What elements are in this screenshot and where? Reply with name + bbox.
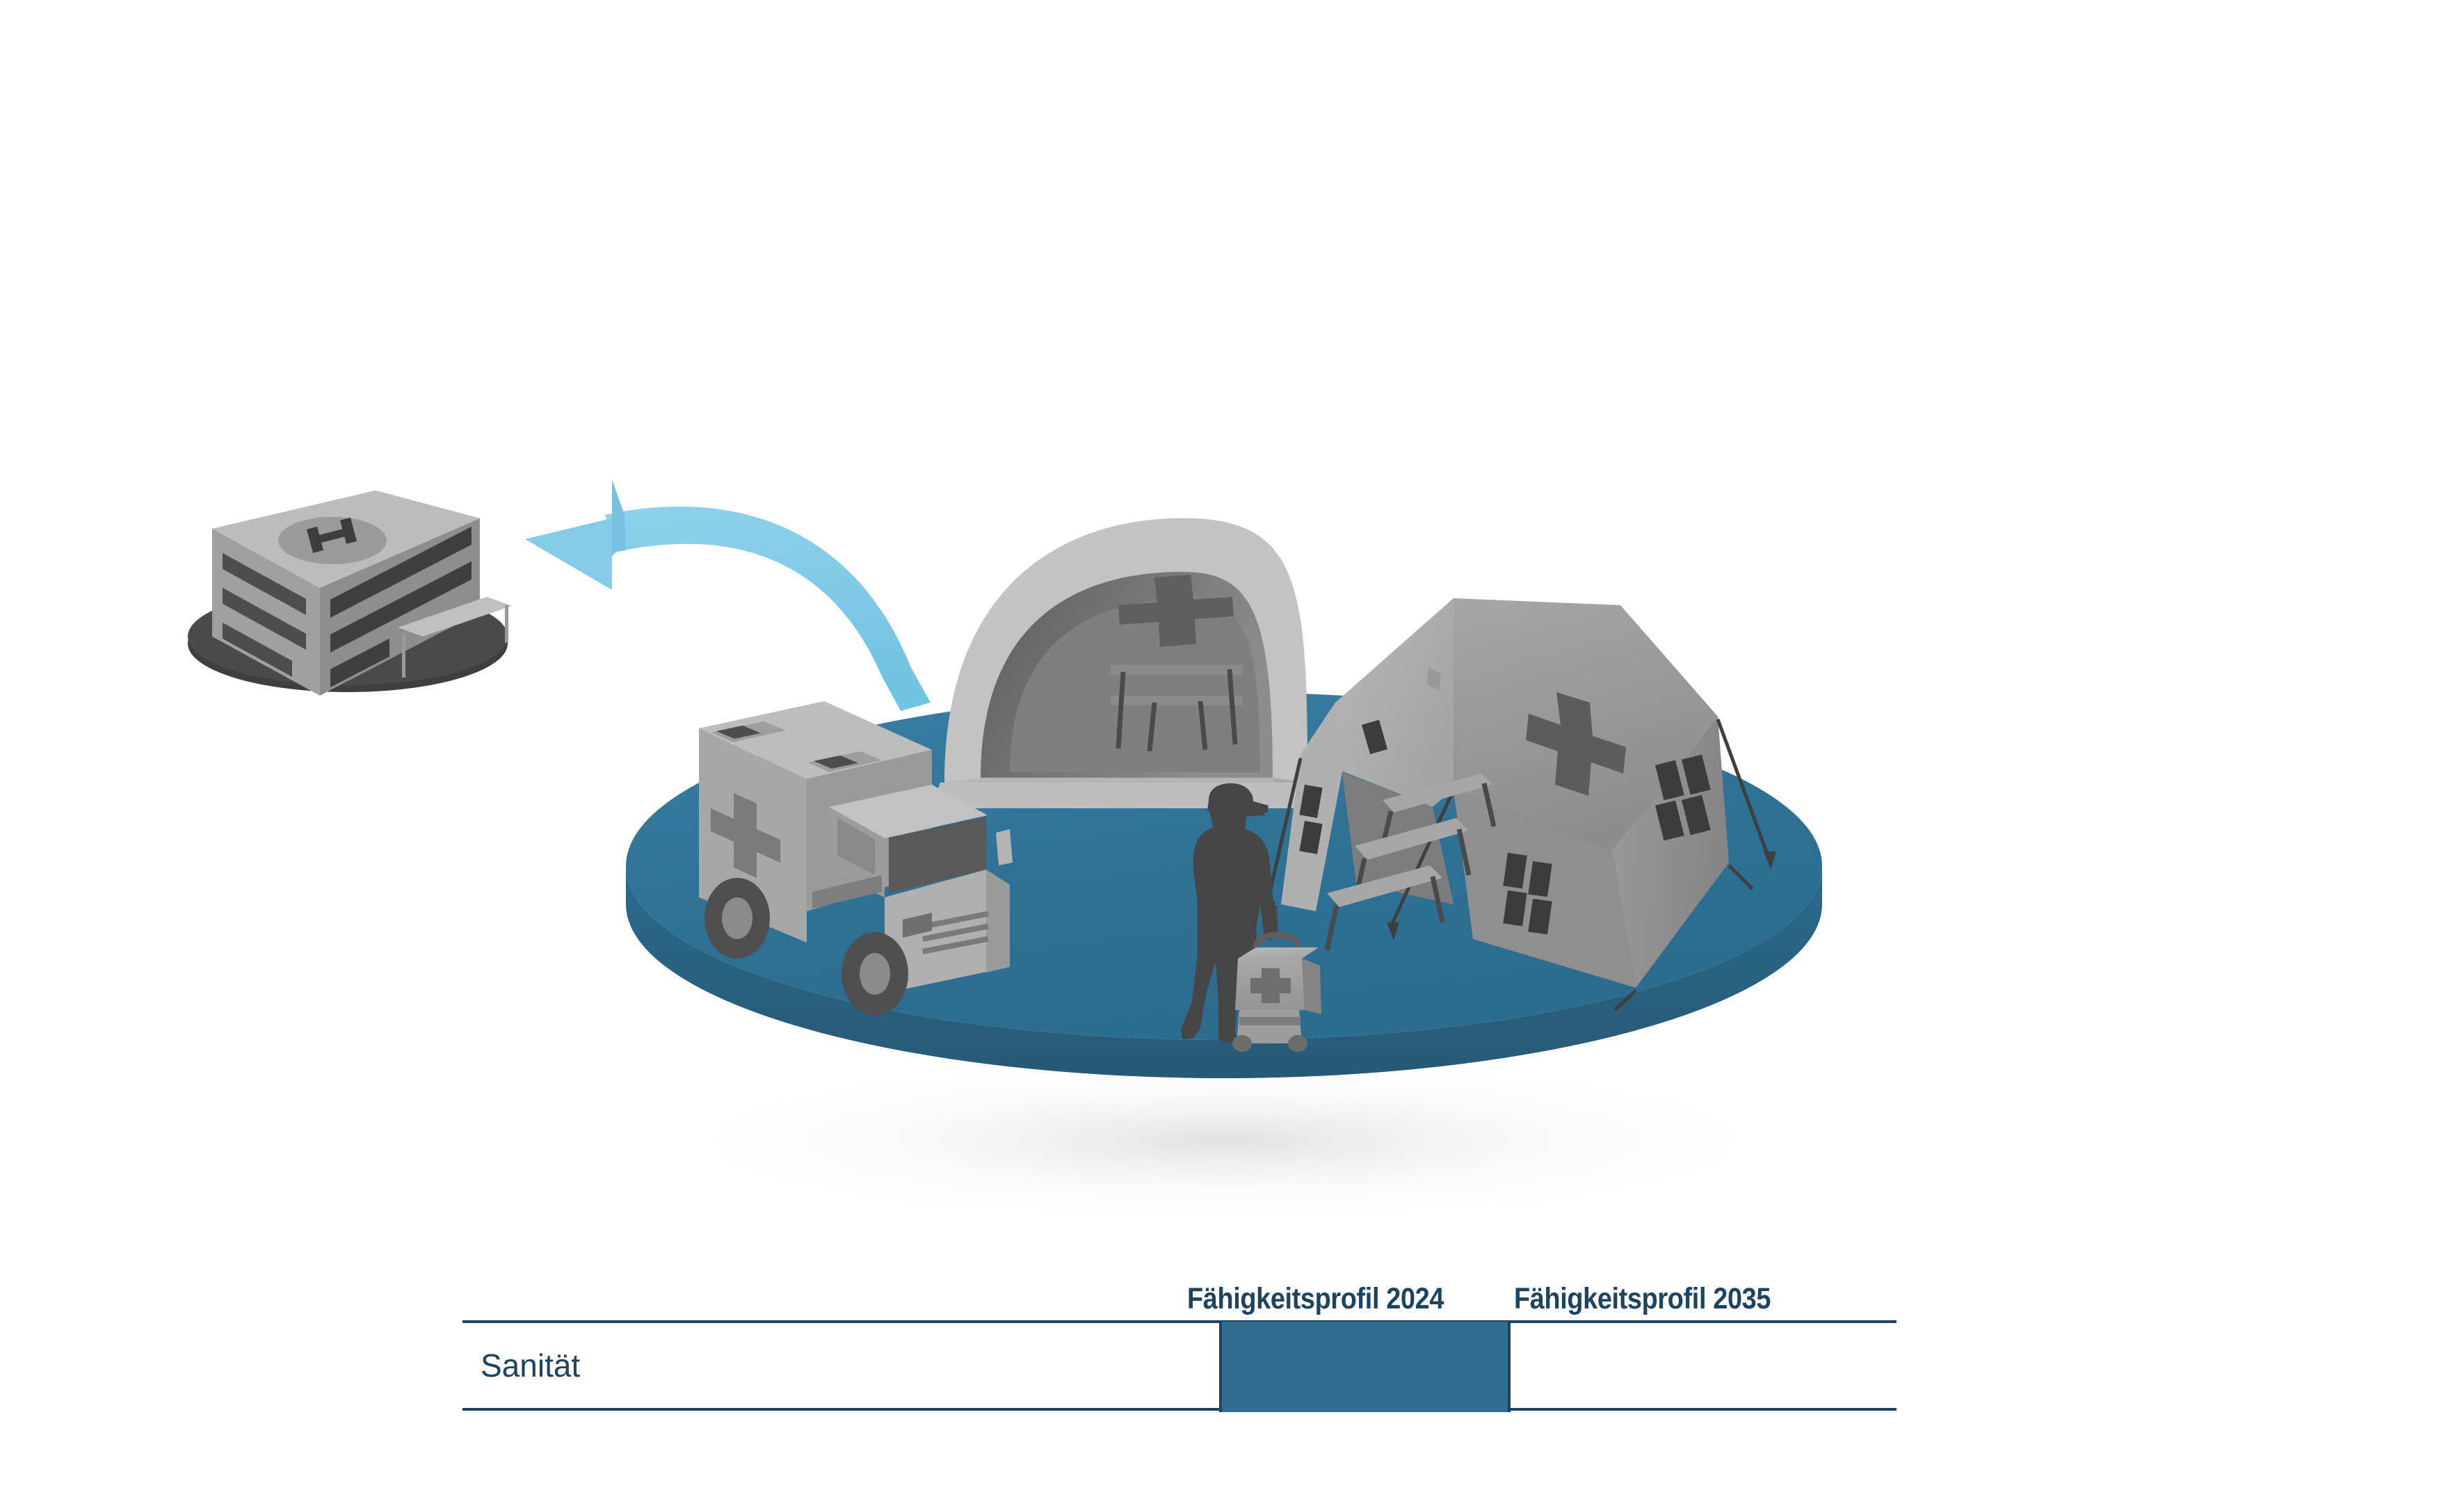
ambulance-grille [922, 911, 989, 954]
cell-2024-filled [1219, 1322, 1511, 1412]
ambulance-cab-roof [829, 785, 988, 838]
hospital-entrance-canopy [398, 597, 512, 678]
helipad-h-letter [307, 518, 357, 553]
dome-medical-tent [931, 518, 1321, 808]
case-handle [1253, 931, 1301, 949]
tent-cots [1324, 774, 1497, 951]
platform-side [626, 866, 1822, 1078]
dome-back-wall [1010, 600, 1260, 772]
hospital-windows-left [223, 553, 306, 677]
ambulance-wheels [704, 878, 908, 1016]
ambulance-cross-icon [711, 793, 780, 878]
table-header-row: Fähigkeitsprofil 2024 Fähigkeitsprofil 2… [462, 1245, 1897, 1320]
ambulance-vehicle [699, 701, 1013, 1016]
tent-windows-flap [1299, 719, 1388, 854]
field-hospital-tent [1263, 598, 1776, 1011]
ambulance-side-trim [812, 875, 882, 908]
case-lid [1238, 947, 1319, 959]
case-wheel [1232, 1035, 1252, 1052]
dome-rim [944, 518, 1307, 783]
ambulance-headlight [903, 913, 932, 938]
platform-shadow [647, 1057, 1801, 1224]
dome-bench [1111, 665, 1243, 752]
transfer-arrow [525, 480, 931, 711]
tent-medical-cross-icon [1526, 692, 1626, 796]
table-row: Sanität [462, 1320, 1897, 1412]
column-header-2024: Fähigkeitsprofil 2024 [1187, 1282, 1444, 1315]
dome-medical-cross-icon [1118, 575, 1234, 647]
hospital-building [188, 490, 512, 696]
row-label-sanitaet: Sanität [481, 1347, 581, 1384]
ambulance-windshield [889, 817, 986, 893]
tent-guy-lines [1265, 719, 1770, 1011]
arrow-body [605, 506, 931, 711]
ambulance-cab-front [885, 870, 1010, 993]
tent-windows-gable [1503, 852, 1552, 935]
ambulance-mirror [996, 829, 1013, 865]
soldier-cap [1207, 783, 1269, 812]
illustration-canvas [188, 480, 1822, 1224]
capability-profile-table: Fähigkeitsprofil 2024 Fähigkeitsprofil 2… [462, 1245, 1897, 1412]
helipad-circle [278, 517, 387, 564]
ambulance-light-bar [711, 721, 882, 772]
arrow-head [525, 480, 626, 590]
hospital-windows-front [330, 527, 472, 687]
case-cross-icon [1250, 968, 1291, 1003]
first-aid-case [1232, 931, 1321, 1052]
cell-2035-empty [1513, 1322, 1805, 1412]
column-header-2035: Fähigkeitsprofil 2035 [1514, 1282, 1771, 1315]
tent-cross-back [1427, 668, 1441, 690]
case-side [1302, 959, 1321, 1014]
soldier-sidearm [1269, 904, 1278, 939]
tent-windows [1655, 754, 1711, 841]
arrow-head-shade [612, 480, 626, 556]
